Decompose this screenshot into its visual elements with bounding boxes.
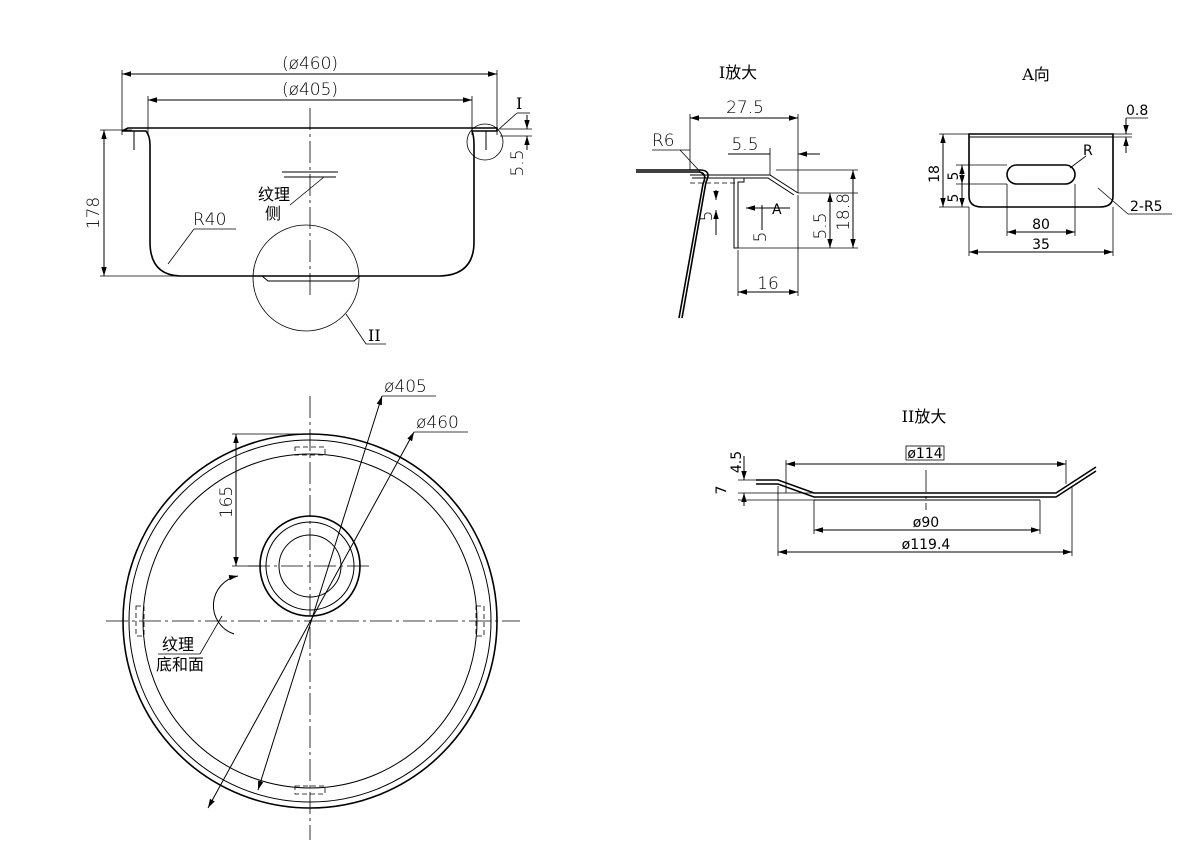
detail-II-title: II放大 (902, 407, 947, 426)
dim-dia-460: ø460 (416, 413, 459, 433)
dim-dia-119-4: ø119.4 (902, 537, 951, 553)
texture-side-label: 侧 (265, 204, 281, 223)
texture-arc (212, 574, 239, 635)
dim-5-a: 5 (946, 172, 962, 181)
sink-profile (121, 127, 498, 277)
dim-dia-90: ø90 (913, 515, 939, 531)
dim-inner-diameter: (ø405) (282, 80, 338, 100)
clip-left (135, 605, 145, 637)
slot-radius: R (1083, 143, 1093, 159)
drain-recess (261, 275, 361, 282)
dim-35: 35 (1032, 237, 1050, 253)
side-view: (ø460) (ø405) 纹理 侧 178 R40 I (84, 54, 532, 345)
dim-18: 18 (927, 165, 943, 183)
slot (1006, 164, 1076, 185)
texture-bottom-face-label: 底和面 (156, 655, 204, 674)
view-A-title: A向 (1021, 65, 1050, 84)
texture-label: 纹理 (258, 185, 290, 204)
detail-I-view: I放大 27.5 5.5 R6 5 A 5 (636, 63, 858, 319)
detail-ref-II: II (368, 326, 381, 345)
dim-height: 178 (84, 197, 104, 229)
detail-ref-I: I (516, 94, 522, 113)
detail-II-profile (756, 466, 1097, 498)
dim-flange: 5.5 (508, 149, 528, 176)
dim-dia-405: ø405 (384, 377, 427, 397)
dim-165: 165 (217, 486, 237, 518)
dim-5-left: 5 (697, 211, 717, 222)
dim-5-5-right: 5.5 (811, 212, 831, 239)
view-A-plate (968, 133, 1114, 208)
corner-radius: 2-R5 (1130, 199, 1163, 215)
dim-7: 7 (714, 486, 730, 495)
view-A-label: A (772, 202, 782, 218)
view-A: A向 0.8 R 18 5 5 80 35 (927, 65, 1172, 256)
radius-r40: R40 (193, 210, 226, 230)
leader-460 (207, 431, 415, 809)
detail-I-title: I放大 (719, 63, 757, 82)
radius-r6: R6 (652, 131, 675, 151)
dim-27-5: 27.5 (726, 98, 764, 118)
detail-circle-I (466, 123, 504, 161)
dim-80: 80 (1032, 217, 1050, 233)
clip-right (475, 605, 485, 637)
detail-I-profile (636, 169, 709, 319)
dim-dia-114: ø114 (907, 446, 942, 462)
dim-5-b: 5 (946, 194, 962, 203)
dim-4-5: 4.5 (729, 451, 745, 473)
plan-view: 165 ø405 ø460 纹理 底和面 (106, 377, 520, 840)
texture-label-bottom: 纹理 (162, 635, 194, 654)
dim-16: 16 (757, 274, 779, 294)
dim-5-inner: 5 (751, 232, 771, 243)
dim-0-8: 0.8 (1126, 103, 1148, 119)
detail-II-view: II放大 ø114 4.5 7 ø90 ø119.4 (714, 407, 1097, 556)
detail-circle-II (252, 224, 360, 332)
dim-5-5-top: 5.5 (731, 135, 758, 155)
dim-18-8: 18.8 (834, 193, 854, 231)
dim-outer-diameter: (ø460) (282, 54, 338, 74)
